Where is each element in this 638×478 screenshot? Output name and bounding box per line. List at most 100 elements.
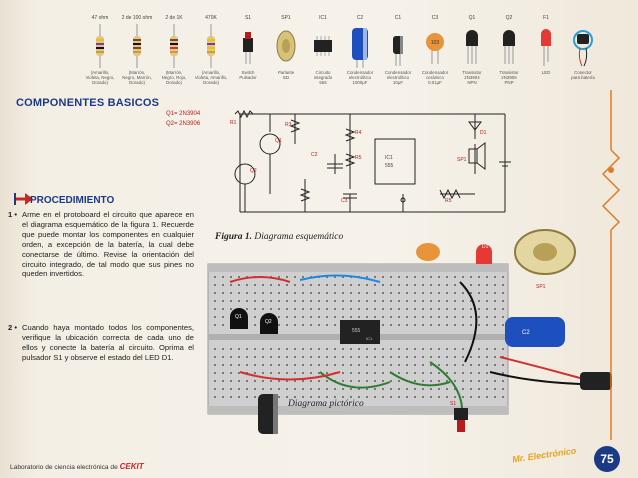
component-value: C3	[431, 15, 439, 21]
component-label: (Marrón, Negro, Rojo, Dorado)	[161, 70, 187, 86]
page-number: 75	[594, 446, 620, 472]
svg-text:Q2: Q2	[250, 168, 257, 174]
figure1-caption-text: Diagrama esquemático	[254, 232, 344, 242]
component-value: Q1	[468, 15, 476, 21]
figure1-caption: Figura 1. Diagrama esquemático	[215, 232, 343, 242]
component-value: C1	[394, 15, 402, 21]
svg-text:IC1: IC1	[385, 155, 393, 161]
component-label: (Marrón, Negro, Marrón, Dorado)	[122, 70, 152, 86]
component-label: (Amarillo, Violeta, Negro, Dorado)	[85, 70, 115, 86]
schematic-diagram: IC1 555 D1 SP1 R5 C2 C3 R1 R3 R4 R5 Q1 Q…	[230, 109, 511, 213]
svg-text:R1: R1	[230, 120, 237, 126]
svg-text:R5: R5	[445, 198, 452, 204]
component-value: SP1	[281, 15, 291, 21]
component-resistor-470k: 470K (Amarillo, Violeta, Amarillo, Dorad…	[189, 14, 233, 86]
component-cap-10: C1 Condensador electrolítico 10μF	[376, 14, 420, 86]
component-value: 2 de 1K	[165, 15, 183, 21]
footer-text: Laboratorio de ciencia electrónica de	[10, 464, 118, 471]
svg-text:R5: R5	[355, 155, 362, 161]
component-label: Condensador electrolítico 1000μF	[346, 70, 374, 86]
component-cap-1000: C2 Condensador electrolítico 1000μF	[338, 14, 382, 86]
component-led: F1 LED	[524, 14, 568, 75]
component-ic: IC1 Circuito integrado 555	[301, 14, 345, 86]
component-label: Parlante 8Ω	[277, 70, 295, 81]
step-text: Cuando haya montado todos los componente…	[22, 323, 194, 362]
transistor-icon	[487, 22, 531, 70]
component-switch: S1 Switch Pulsador	[226, 14, 270, 80]
component-resistor-1k: 2 de 1K (Marrón, Negro, Rojo, Dorado)	[152, 14, 196, 86]
svg-text:C2: C2	[311, 152, 318, 158]
component-value: 47 ohm	[91, 15, 109, 21]
electrolytic-capacitor-icon	[376, 22, 420, 70]
component-transistor-q1: Q1 Transistor 2N3904 NPN	[450, 14, 494, 86]
component-value: IC1	[319, 15, 327, 21]
svg-text:555: 555	[385, 163, 394, 169]
component-resistor-100: 2 de 100 ohm (Marrón, Negro, Marrón, Dor…	[115, 14, 159, 86]
svg-text:SP1: SP1	[536, 284, 546, 290]
svg-text:S1: S1	[450, 401, 456, 407]
component-label: Transistor 2N3906 PNP	[499, 70, 519, 86]
svg-text:C3: C3	[341, 198, 348, 204]
arrow-right-icon	[14, 193, 33, 205]
component-label: Condensador cerámico 0.01μF	[421, 70, 449, 86]
svg-text:555: 555	[352, 328, 361, 334]
svg-text:D1: D1	[480, 130, 487, 136]
component-label: Condensador electrolítico 10μF	[384, 70, 412, 86]
procedure-step: 1 • Arme en el protoboard el circuito qu…	[8, 210, 198, 320]
section-title: COMPONENTES BASICOS	[16, 97, 160, 109]
component-battery-connector: Conector para batería	[561, 14, 605, 80]
procedure-step: 2 • Cuando haya montado todos los compon…	[8, 323, 198, 403]
component-value: Q2	[505, 15, 513, 21]
component-transistor-q2: Q2 Transistor 2N3906 PNP	[487, 14, 531, 86]
component-resistor-47: 47 ohm (Amarillo, Violeta, Negro, Dorado…	[78, 14, 122, 86]
svg-text:Q1: Q1	[275, 138, 282, 144]
component-label: Conector para batería	[571, 70, 595, 81]
pictorial-caption: Diagrama pictórico	[288, 399, 364, 409]
svg-text:R4: R4	[355, 130, 362, 136]
component-label: Transistor 2N3904 NPN	[462, 70, 482, 86]
figure1-caption-number: Figura 1.	[215, 232, 252, 242]
chip-icon	[301, 22, 345, 70]
push-button-icon	[226, 22, 270, 70]
resistor-icon	[115, 22, 159, 70]
electrolytic-capacitor-icon	[338, 22, 382, 70]
ceramic-capacitor-icon: 103	[413, 22, 457, 70]
footer: Laboratorio de ciencia electrónica de CE…	[10, 462, 144, 471]
svg-text:D1: D1	[482, 244, 489, 250]
svg-text:C2: C2	[522, 330, 530, 336]
decorative-resistor-icon	[601, 90, 621, 440]
resistor-icon	[78, 22, 122, 70]
component-value: 2 de 100 ohm	[121, 15, 153, 21]
resistor-icon	[152, 22, 196, 70]
svg-text:Q1: Q1	[235, 314, 242, 320]
procedure-title: PROCEDIMIENTO	[30, 195, 115, 206]
svg-text:R3: R3	[285, 122, 292, 128]
svg-text:Q2: Q2	[265, 319, 272, 325]
transistor-icon	[450, 22, 494, 70]
resistor-icon	[189, 22, 233, 70]
speaker-icon	[264, 22, 308, 70]
pictorial-diagram: D1 SP1 C2 555 IC1 Q1 Q2 S1	[207, 229, 612, 434]
component-label: LED	[541, 70, 551, 75]
svg-text:103: 103	[431, 40, 440, 46]
component-value	[561, 14, 605, 22]
step-number: 1 •	[8, 210, 17, 219]
led-icon	[524, 22, 568, 70]
svg-text:SP1: SP1	[457, 157, 467, 163]
component-speaker: SP1 Parlante 8Ω	[264, 14, 308, 80]
schematic-q2-note: Q2= 2N3906	[166, 121, 201, 127]
battery-connector-icon	[561, 22, 605, 70]
component-label: Circuito integrado 555	[313, 70, 333, 86]
component-value: C2	[356, 15, 364, 21]
component-label: (Amarillo, Violeta, Amarillo, Dorado)	[194, 70, 228, 86]
component-value: F1	[543, 15, 549, 21]
footer-brand: CEKIT	[119, 462, 144, 471]
svg-text:IC1: IC1	[366, 336, 373, 341]
step-text: Arme en el protoboard el circuito que ap…	[22, 210, 194, 279]
component-value: 470K	[205, 15, 217, 21]
component-value: S1	[244, 15, 252, 21]
component-label: Switch Pulsador	[239, 70, 257, 81]
schematic-q1-note: Q1= 2N3904	[166, 111, 201, 117]
component-cap-ceramic: C3 103 Condensador cerámico 0.01μF	[413, 14, 457, 86]
